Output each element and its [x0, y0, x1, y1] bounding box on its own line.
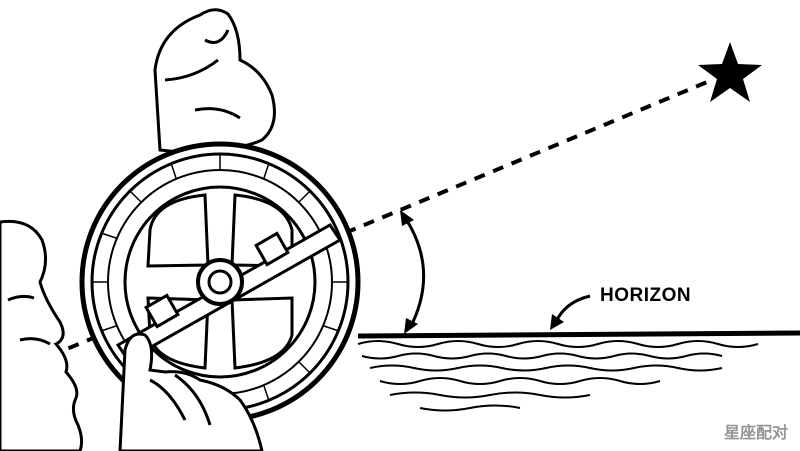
- angle-arrow-bottom: [404, 318, 418, 334]
- horizon-pointer: [554, 294, 591, 323]
- angle-arrow-top: [400, 210, 414, 226]
- horizon-label: HORIZON: [600, 285, 692, 306]
- angle-arc: [402, 215, 426, 329]
- face-profile: [0, 219, 84, 451]
- sea-waves: [357, 340, 759, 412]
- lower-hand: [118, 332, 264, 451]
- horizon-pointer-head: [550, 314, 564, 330]
- horizon-line: [357, 330, 800, 339]
- upper-hand: [153, 8, 276, 158]
- watermark-text: 星座配对: [723, 423, 788, 442]
- star-icon: [698, 42, 762, 102]
